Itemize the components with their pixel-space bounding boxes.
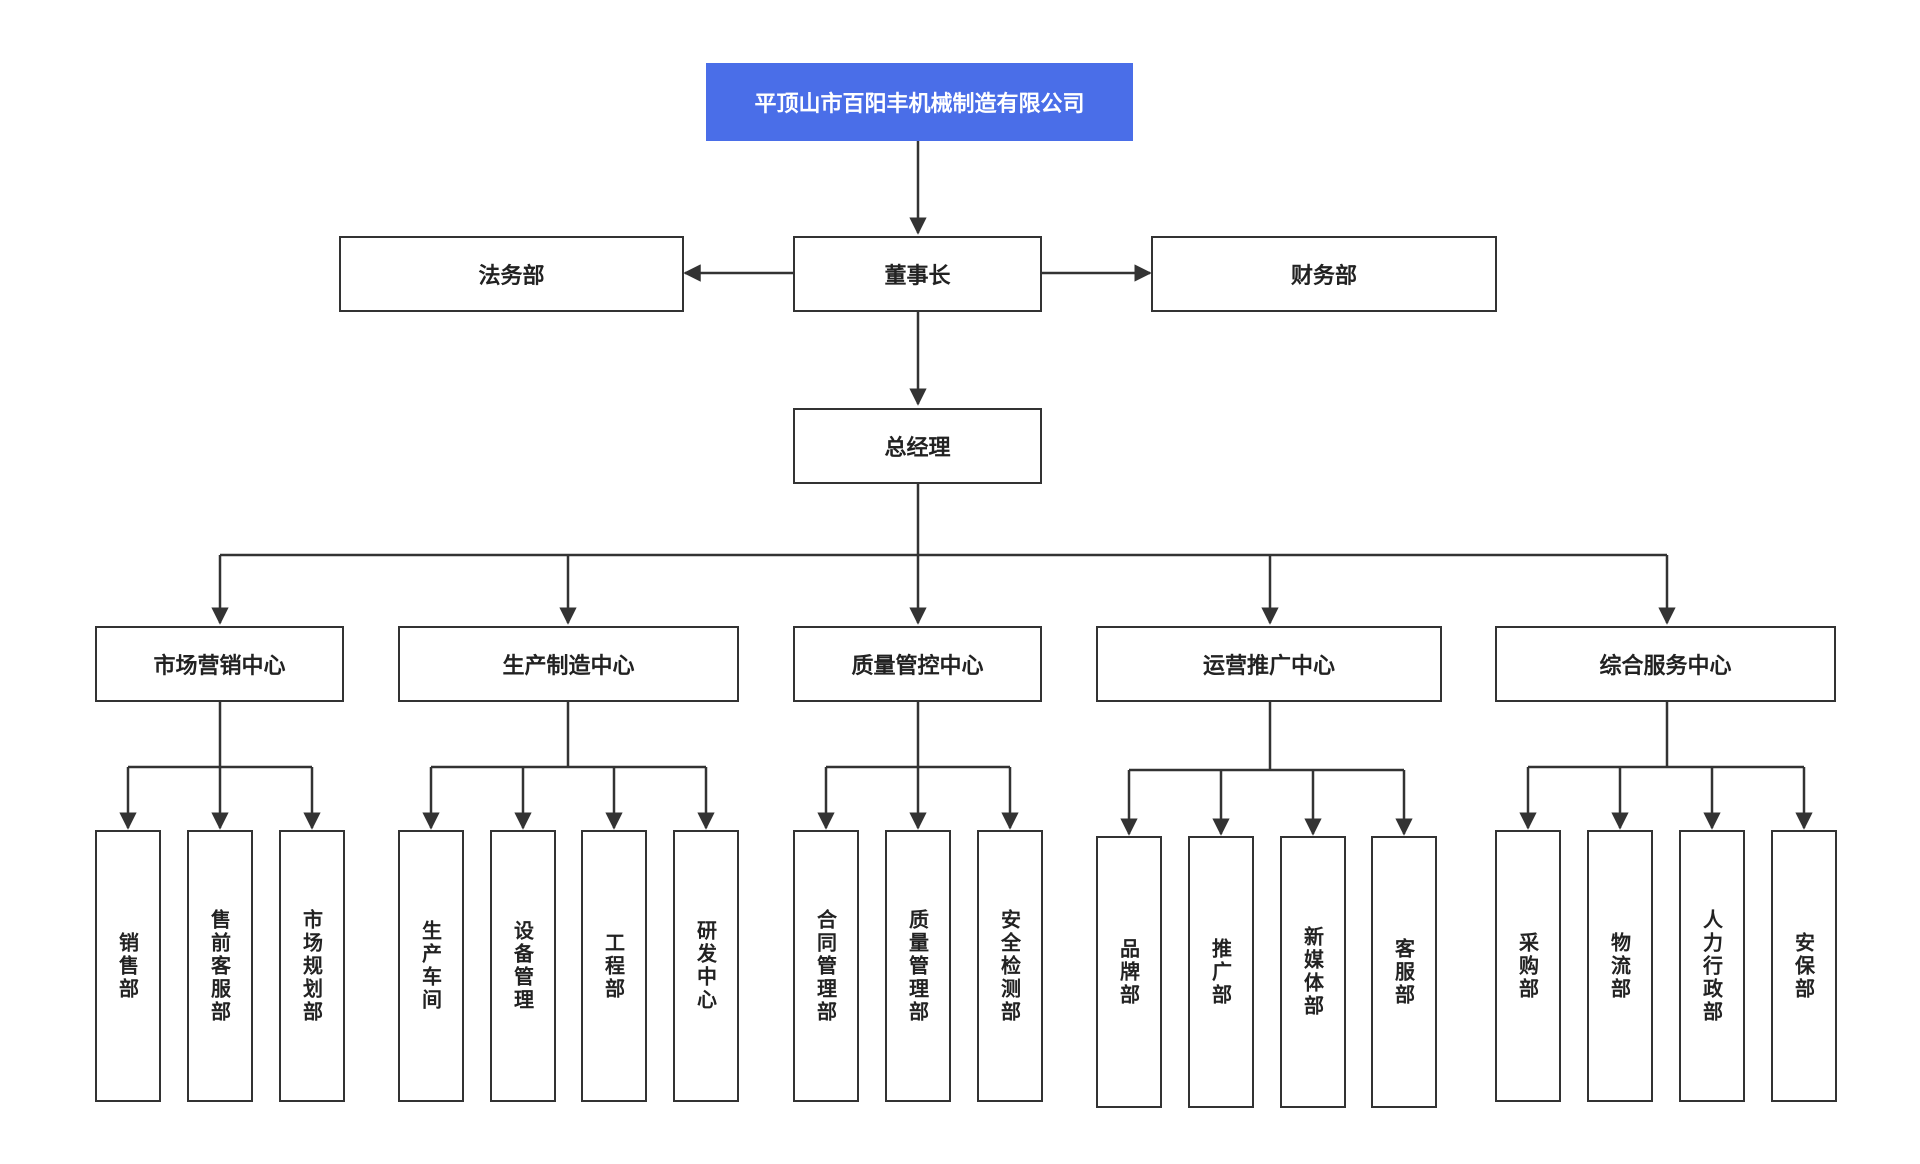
dept-node: 市场规划部 bbox=[279, 830, 345, 1102]
dept-node: 工程部 bbox=[581, 830, 647, 1102]
center-label: 运营推广中心 bbox=[1202, 654, 1335, 679]
dept-node: 物流部 bbox=[1587, 830, 1653, 1102]
dept-label: 客服部 bbox=[1391, 937, 1416, 1007]
dept-node: 质量管理部 bbox=[885, 830, 951, 1102]
center-label: 质量管控中心 bbox=[851, 654, 984, 679]
dept-label: 品牌部 bbox=[1116, 937, 1141, 1007]
dept-node: 销售部 bbox=[95, 830, 161, 1102]
dept-node: 采购部 bbox=[1495, 830, 1561, 1102]
dept-node: 合同管理部 bbox=[793, 830, 859, 1102]
dept-node: 生产车间 bbox=[398, 830, 464, 1102]
dept-label: 物流部 bbox=[1607, 931, 1632, 1001]
dept-label: 研发中心 bbox=[693, 920, 718, 1012]
center-label: 综合服务中心 bbox=[1599, 654, 1732, 679]
dept-node: 售前客服部 bbox=[187, 830, 253, 1102]
center-label: 生产制造中心 bbox=[502, 654, 635, 679]
center-node-marketing: 市场营销中心 bbox=[95, 626, 344, 702]
finance-dept-node: 财务部 bbox=[1151, 236, 1497, 312]
legal-dept-label: 法务部 bbox=[478, 264, 545, 289]
dept-label: 质量管理部 bbox=[905, 908, 930, 1024]
dept-label: 售前客服部 bbox=[207, 908, 232, 1024]
company-name: 平顶山市百阳丰机械制造有限公司 bbox=[754, 92, 1085, 117]
dept-node: 人力行政部 bbox=[1679, 830, 1745, 1102]
dept-node: 安全检测部 bbox=[977, 830, 1043, 1102]
dept-node: 品牌部 bbox=[1096, 836, 1162, 1108]
dept-node: 推广部 bbox=[1188, 836, 1254, 1108]
center-label: 市场营销中心 bbox=[153, 654, 286, 679]
center-node-quality: 质量管控中心 bbox=[793, 626, 1042, 702]
dept-label: 工程部 bbox=[601, 931, 626, 1001]
chairman-label: 董事长 bbox=[884, 264, 951, 289]
dept-label: 推广部 bbox=[1208, 937, 1233, 1007]
dept-node: 安保部 bbox=[1771, 830, 1837, 1102]
finance-dept-label: 财务部 bbox=[1290, 264, 1357, 289]
legal-dept-node: 法务部 bbox=[339, 236, 684, 312]
company-root-node: 平顶山市百阳丰机械制造有限公司 bbox=[706, 63, 1133, 141]
dept-label: 生产车间 bbox=[418, 920, 443, 1012]
dept-node: 新媒体部 bbox=[1280, 836, 1346, 1108]
dept-node: 设备管理 bbox=[490, 830, 556, 1102]
dept-label: 安全检测部 bbox=[997, 908, 1022, 1024]
general-manager-node: 总经理 bbox=[793, 408, 1042, 484]
dept-label: 采购部 bbox=[1515, 931, 1540, 1001]
center-node-operations: 运营推广中心 bbox=[1096, 626, 1442, 702]
general-manager-label: 总经理 bbox=[884, 436, 951, 461]
dept-label: 合同管理部 bbox=[813, 908, 838, 1024]
dept-node: 客服部 bbox=[1371, 836, 1437, 1108]
chairman-node: 董事长 bbox=[793, 236, 1042, 312]
dept-label: 设备管理 bbox=[510, 920, 535, 1012]
dept-node: 研发中心 bbox=[673, 830, 739, 1102]
dept-label: 安保部 bbox=[1791, 931, 1816, 1001]
dept-label: 销售部 bbox=[115, 931, 140, 1001]
dept-label: 新媒体部 bbox=[1300, 926, 1325, 1018]
dept-label: 市场规划部 bbox=[299, 908, 324, 1024]
center-node-production: 生产制造中心 bbox=[398, 626, 739, 702]
dept-label: 人力行政部 bbox=[1699, 908, 1724, 1024]
center-node-services: 综合服务中心 bbox=[1495, 626, 1836, 702]
